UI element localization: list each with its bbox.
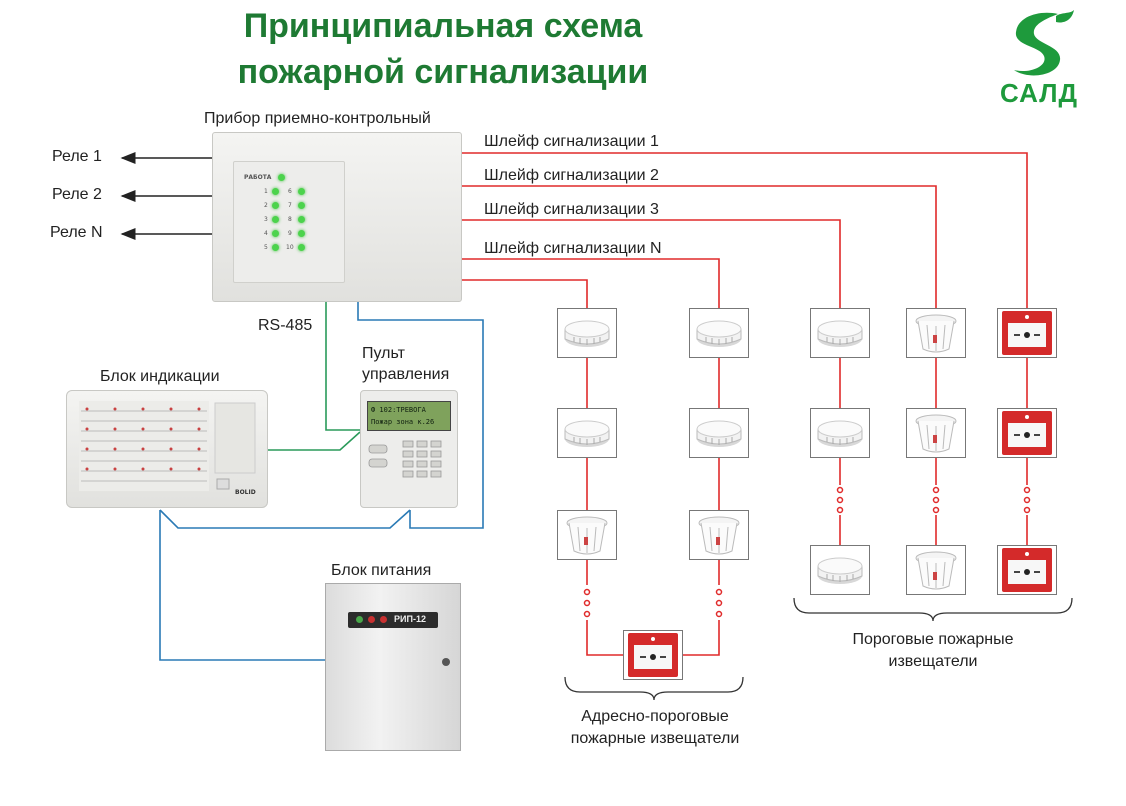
led-label: 1 [264,188,268,195]
zone-led [272,244,279,251]
threshold-label-line1: Пороговые пожарные [852,631,1014,648]
loop-1-wire [447,146,1028,308]
rs485-to-console [325,302,360,431]
threshold-brace [793,597,1073,622]
loop-n-wire [447,252,720,308]
addressable-label-line1: Адресно-пороговые [581,708,729,725]
led-label: 8 [288,216,292,223]
addressable-label-line2: пожарные извещатели [570,730,740,747]
control-panel-device: РАБОТА 1 2 3 4 5 6 7 8 9 10 [212,132,462,302]
power-indicator-panel: РИП-12 [348,612,438,628]
manual-call-point-icon [623,630,683,680]
heat-detector-icon [906,308,966,358]
control-panel-label: Прибор приемно-контрольный [204,110,431,127]
zone-led [298,230,305,237]
indication-block-device: BOLID [66,390,268,508]
logo-text: САЛД [1000,78,1078,108]
console-screen: Ф 102:ТРЕВОГА Пожар зона к.26 [367,401,451,431]
led-label: 3 [264,216,268,223]
zone-led [298,202,305,209]
heat-detector-icon [906,408,966,458]
loop-1-label: Шлейф сигнализации 1 [484,133,659,150]
led-label: 9 [288,230,292,237]
panel-status-label: РАБОТА [244,174,272,181]
loop-2-label: Шлейф сигнализации 2 [484,167,659,184]
sald-logo: САЛД [1000,8,1080,108]
zone-led [298,216,305,223]
addressable-brace [564,676,744,701]
smoke-detector-icon [810,545,870,595]
panel-front: РАБОТА 1 2 3 4 5 6 7 8 9 10 [233,161,345,283]
power-block-device: РИП-12 [325,583,461,751]
lock-icon [442,658,450,666]
smoke-detector-icon [557,308,617,358]
power-to-indication [159,510,325,661]
smoke-detector-icon [557,408,617,458]
led-label: 5 [264,244,268,251]
smoke-detector-icon [810,408,870,458]
zone-led [298,244,305,251]
group-braces [564,597,1073,701]
led-label: 2 [264,202,268,209]
console-screen-line1: Ф 102:ТРЕВОГА [371,406,426,414]
zone-led [298,188,305,195]
threshold-detectors-label: Пороговые пожарные извещатели [818,629,1048,673]
zone-led [272,188,279,195]
console-label-line2: управления [362,366,450,383]
diagram-title-line1: Принципиальная схема [243,7,643,45]
rs485-label: RS-485 [258,317,313,334]
console-label-line1: Пульт [362,345,405,362]
heat-detector-icon [689,510,749,560]
relay-1-label: Реле 1 [52,148,102,165]
power-led-green-icon [356,616,363,623]
threshold-label-line2: извещатели [888,653,978,670]
control-console-device: Ф 102:ТРЕВОГА Пожар зона к.26 [360,390,458,508]
heat-detector-icon [906,545,966,595]
indication-led-grid [79,401,256,491]
led-label: 10 [286,244,294,251]
smoke-detector-icon [689,308,749,358]
zone-led [272,202,279,209]
diagram-title-line2: пожарной сигнализации [237,53,649,91]
continuation-dots [583,486,1031,618]
indication-block-label: Блок индикации [100,368,220,385]
loop-3-wire [447,213,841,308]
manual-call-point-icon [997,545,1057,595]
loop-n-label: Шлейф сигнализации N [484,240,662,257]
loop-2-wire [447,179,937,308]
relay-2-label: Реле 2 [52,186,102,203]
rs485-wires [268,302,361,451]
zone-led [272,230,279,237]
console-keypad [368,440,442,478]
s-leaf-logo-icon [1014,10,1074,76]
relay-arrows [120,152,212,240]
relay-n-label: Реле N [50,224,103,241]
led-label: 7 [288,202,292,209]
power-led-red2-icon [380,616,387,623]
bus-to-console [357,302,484,529]
zone-led [272,216,279,223]
led-label: 6 [288,188,292,195]
console-screen-line2: Пожар зона к.26 [371,418,435,426]
power-block-label: Блок питания [331,562,432,579]
smoke-detector-icon [810,308,870,358]
addressable-detectors-label: Адресно-пороговые пожарные извещатели [540,706,770,750]
indication-brand: BOLID [235,489,256,496]
loop-n-return-wire [447,273,588,308]
led-label: 4 [264,230,268,237]
loop-wires [447,146,1028,656]
power-led-red-icon [368,616,375,623]
smoke-detector-icon [689,408,749,458]
heat-detector-icon [557,510,617,560]
status-led [278,174,285,181]
power-model-label: РИП-12 [394,614,426,624]
manual-call-point-icon [997,408,1057,458]
manual-call-point-icon [997,308,1057,358]
loop-3-label: Шлейф сигнализации 3 [484,201,659,218]
power-wires [159,302,484,661]
